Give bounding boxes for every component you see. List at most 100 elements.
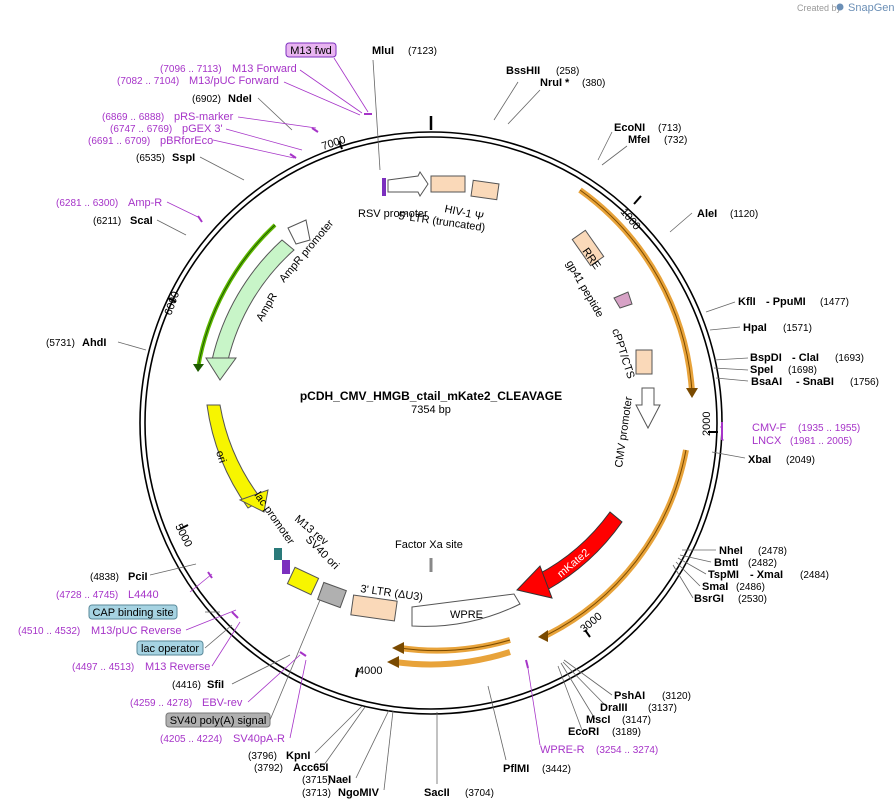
ori-arrow-head bbox=[238, 489, 269, 513]
site-pcii-name: PciI bbox=[128, 571, 148, 583]
mkate2-arrow-head bbox=[516, 565, 553, 599]
site-draiii-name: DraIII bbox=[600, 702, 628, 714]
lacpromoter-label: lac promoter bbox=[252, 490, 297, 547]
primer-prs-name: pRS-marker bbox=[174, 111, 234, 123]
site-econi-name: EcoNI bbox=[614, 122, 645, 134]
orf-arc-1-head bbox=[686, 388, 698, 398]
primer-wpre-range: (3254 .. 3274) bbox=[596, 745, 658, 756]
site-acc65i-pos: (3792) bbox=[254, 763, 283, 774]
rsv-arrow bbox=[387, 171, 429, 197]
ticks bbox=[167, 140, 718, 678]
leader-lines bbox=[117, 59, 749, 791]
primer-l4440-name: L4440 bbox=[128, 589, 159, 601]
yellow-small-box bbox=[286, 566, 320, 596]
primer-wpre-name: WPRE-R bbox=[540, 744, 585, 756]
ltr5-box bbox=[430, 175, 466, 193]
site-scai-pos: (6211) bbox=[93, 216, 121, 227]
lac-marker bbox=[274, 548, 282, 560]
site-ndei-name: NdeI bbox=[228, 93, 252, 105]
site-pflmi-name: PflMI bbox=[503, 763, 529, 775]
site-nhei-pos: (2478) bbox=[758, 546, 787, 557]
tick-label-6000: 6000 bbox=[163, 290, 183, 317]
site-naei-pos: (3715) bbox=[302, 775, 331, 786]
site-sspi-pos: (6535) bbox=[136, 153, 165, 164]
m13fwd-tag bbox=[285, 42, 337, 58]
primer-sv40pa-name: SV40pA-R bbox=[233, 733, 285, 745]
site-ppumi-name: - PpuMI bbox=[766, 296, 806, 308]
site-bsshii-pos: (258) bbox=[556, 66, 579, 77]
cmvpromoter-label: CMV promoter bbox=[613, 396, 635, 469]
primer-m13rev-range: (4497 .. 4513) bbox=[72, 662, 134, 673]
site-pflmi-pos: (3442) bbox=[542, 764, 571, 775]
site-econi-pos: (713) bbox=[658, 123, 681, 134]
cppt-label: cPPT/CTS bbox=[609, 327, 636, 380]
tick-label-5000: 5000 bbox=[172, 522, 194, 549]
lacoperator-tag-label: lac operator bbox=[141, 643, 199, 655]
wpre-box bbox=[411, 593, 521, 627]
site-alei-name: AleI bbox=[697, 208, 717, 220]
sv40ori-box bbox=[317, 581, 347, 609]
site-nhei-name: NheI bbox=[719, 545, 743, 557]
site-bspdi-pos: (1693) bbox=[835, 353, 864, 364]
site-bsrgi-name: BsrGI bbox=[694, 593, 724, 605]
rre-box bbox=[571, 229, 605, 267]
ampr-arrow bbox=[211, 239, 295, 361]
sv40polya-tag-label: SV40 poly(A) signal bbox=[170, 715, 267, 727]
primer-pbr-name: pBRforEco bbox=[160, 135, 213, 147]
site-pshai-name: PshAI bbox=[614, 690, 645, 702]
primer-lines bbox=[166, 57, 724, 746]
rsv-marker bbox=[382, 178, 386, 196]
wpre-label: WPRE bbox=[450, 609, 483, 621]
primer-l4440-range: (4728 .. 4745) bbox=[56, 590, 118, 601]
m13rev-marker bbox=[282, 560, 290, 574]
site-snabi-name: - SnaBI bbox=[796, 376, 834, 388]
site-ngomiv-name: NgoMIV bbox=[338, 787, 380, 799]
primer-prs-range: (6869 .. 6888) bbox=[102, 112, 164, 123]
site-sfii-name: SfiI bbox=[207, 679, 224, 691]
site-hpai-name: HpaI bbox=[743, 322, 767, 334]
plasmid-name: pCDH_CMV_HMGB_ctail_mKate2_CLEAVAGE bbox=[300, 389, 562, 403]
site-xmai-name: - XmaI bbox=[750, 569, 783, 581]
primer-lncx-name: LNCX bbox=[752, 435, 782, 447]
orf-arc-3 bbox=[399, 637, 511, 654]
site-smai-pos: (2486) bbox=[736, 582, 765, 593]
primer-pgex-name: pGEX 3' bbox=[182, 123, 223, 135]
primer-ampr-range: (6281 .. 6300) bbox=[56, 198, 118, 209]
orf-arc-2-head bbox=[538, 630, 548, 642]
site-ecori-pos: (3189) bbox=[612, 727, 641, 738]
site-smai-name: SmaI bbox=[702, 581, 728, 593]
factorxa-label: Factor Xa site bbox=[395, 539, 463, 551]
site-acc65i-name: Acc65I bbox=[293, 762, 328, 774]
site-kfli-name: KflI bbox=[738, 296, 756, 308]
site-spei-name: SpeI bbox=[750, 364, 773, 376]
primer-m13rev-name: M13 Reverse bbox=[145, 661, 210, 673]
site-sacii-pos: (3704) bbox=[465, 788, 494, 799]
site-alei-pos: (1120) bbox=[730, 209, 758, 220]
primer-m13forward-range: (7096 .. 7113) bbox=[160, 64, 222, 75]
site-nrui-name: NruI * bbox=[540, 77, 570, 89]
site-bspdi-name: BspDI bbox=[750, 352, 782, 364]
site-mfei-pos: (732) bbox=[664, 135, 687, 146]
site-sacii-name: SacII bbox=[424, 787, 450, 799]
orf-arc-4 bbox=[394, 649, 511, 668]
primer-cmvf-name: CMV-F bbox=[752, 422, 787, 434]
gp41-box bbox=[613, 291, 633, 309]
site-naei-name: NaeI bbox=[328, 774, 351, 786]
gp41-label: gp41 peptide bbox=[563, 259, 605, 320]
ampr-green-head bbox=[193, 364, 204, 372]
primer-ebv-name: EBV-rev bbox=[202, 697, 243, 709]
created-by-label: Created by bbox=[797, 3, 842, 13]
site-tspmi-name: TspMI bbox=[708, 569, 739, 581]
site-bsaai-name: BsaAI bbox=[751, 376, 782, 388]
site-pcii-pos: (4838) bbox=[90, 572, 119, 583]
site-xbai-name: XbaI bbox=[748, 454, 771, 466]
site-mfei-name: MfeI bbox=[628, 134, 650, 146]
orf-arc-3-head bbox=[392, 642, 404, 654]
rsv-label: RSV promoter bbox=[358, 208, 428, 220]
site-ahdi-name: AhdI bbox=[82, 337, 106, 349]
site-ecori-name: EcoRI bbox=[568, 726, 599, 738]
ltr3-box bbox=[350, 594, 398, 622]
cppt-box bbox=[635, 349, 653, 375]
capbinding-tag-label: CAP binding site bbox=[92, 607, 173, 619]
